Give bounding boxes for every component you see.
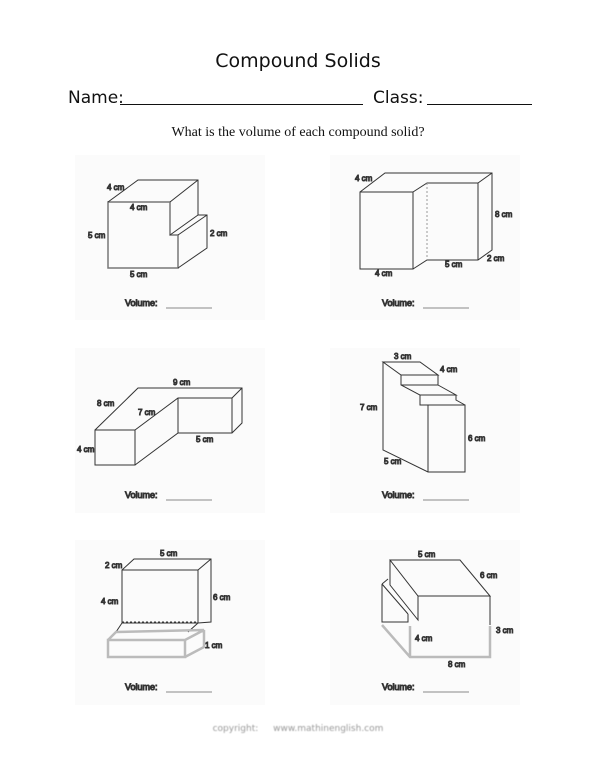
fig3-label: 4 cm: [77, 445, 95, 454]
fig2-label: 5 cm: [445, 260, 463, 269]
figure-panel-2: [330, 155, 520, 320]
compound-solid-2: [359, 172, 493, 270]
volume-label: Volume:: [125, 298, 158, 308]
class-label: Class:: [373, 88, 424, 108]
fig6-label: 8 cm: [448, 660, 466, 669]
fig6-label: 3 cm: [496, 626, 514, 635]
website-link[interactable]: www.mathinenglish.com: [273, 724, 384, 734]
copyright-text: copyright:: [212, 724, 259, 734]
name-label: Name:: [68, 88, 124, 108]
fig5-label: 5 cm: [160, 549, 178, 558]
fig5-label: 4 cm: [101, 597, 119, 606]
fig5-label: 1 cm: [205, 641, 223, 650]
fig2-label: 8 cm: [495, 210, 513, 219]
compound-solid-5: [106, 558, 212, 659]
figure-panel-1: [75, 155, 265, 320]
fig1-label: 5 cm: [130, 270, 148, 279]
fig1-label: 4 cm: [107, 183, 125, 192]
fig1-label: 4 cm: [130, 203, 148, 212]
fig2-label: 4 cm: [355, 174, 373, 183]
fig3-label: 5 cm: [196, 435, 214, 444]
fig4-label: 7 cm: [360, 403, 378, 412]
fig3-label: 9 cm: [173, 378, 191, 387]
volume-label: Volume:: [382, 682, 415, 692]
fig2-label: 4 cm: [375, 269, 393, 278]
compound-solid-3: [94, 387, 243, 466]
fig1-label: 2 cm: [210, 229, 228, 238]
fig3-label: 7 cm: [138, 408, 156, 417]
fig1-label: 5 cm: [88, 231, 106, 240]
fig4-label: 5 cm: [384, 457, 402, 466]
fig6-label: 6 cm: [480, 571, 498, 580]
volume-label: Volume:: [382, 490, 415, 500]
instructions: What is the volume of each compound soli…: [171, 125, 425, 140]
class-field[interactable]: [427, 104, 532, 105]
volume-label: Volume:: [125, 682, 158, 692]
name-field[interactable]: [120, 104, 363, 105]
fig4-label: 6 cm: [468, 434, 486, 443]
compound-solid-6: [381, 559, 492, 659]
compound-solid-1: [107, 179, 208, 269]
volume-answer-lines: [166, 307, 469, 693]
page-title: Compound Solids: [215, 50, 381, 72]
footer: copyright: www.mathinenglish.com: [0, 724, 596, 734]
figure-panel-6: [330, 540, 520, 705]
fig5-label: 6 cm: [213, 593, 231, 602]
fig5-label: 2 cm: [105, 561, 123, 570]
fig4-label: 4 cm: [440, 365, 458, 374]
fig2-label: 2 cm: [487, 254, 505, 263]
fig4-label: 3 cm: [394, 352, 412, 361]
volume-label: Volume:: [125, 490, 158, 500]
fig6-label: 4 cm: [415, 634, 433, 643]
fig3-label: 8 cm: [97, 399, 115, 408]
compound-solid-4: [381, 361, 466, 473]
volume-label: Volume:: [382, 298, 415, 308]
fig6-label: 5 cm: [418, 550, 436, 559]
